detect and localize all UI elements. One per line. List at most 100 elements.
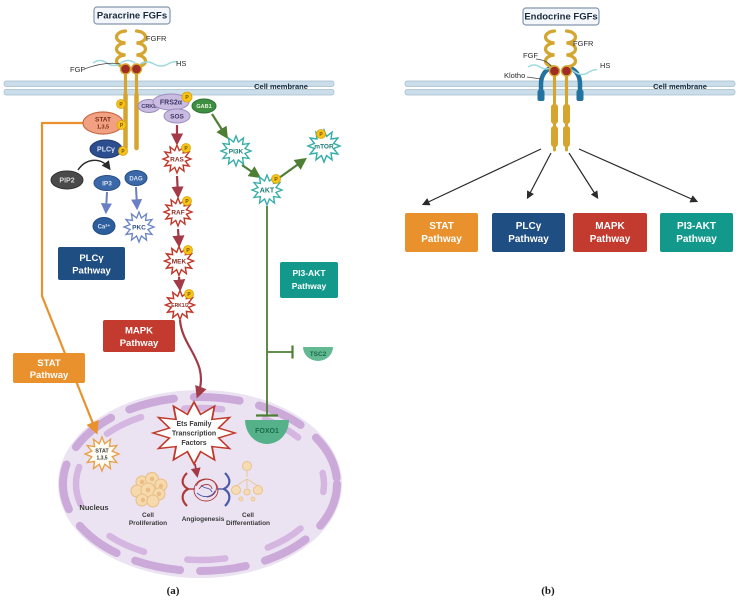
fgfr-receptor-a: FGFR FGF HS	[70, 29, 186, 151]
fgf-ligand-left	[548, 65, 561, 77]
angiogenesis-label: Angiogenesis	[182, 516, 225, 523]
p-badge: P	[116, 120, 127, 130]
ets-to-angiogenesis-arrow	[190, 463, 201, 478]
mapk-branch: RAS RAF MEK ERK1/2	[163, 145, 195, 320]
klotho-pointer-line	[526, 76, 542, 80]
arrow-to-mapk	[568, 152, 599, 199]
svg-text:Pathway: Pathway	[508, 234, 549, 245]
mapk-pathway-box: MAPK Pathway	[573, 213, 647, 252]
foxo1-node	[245, 420, 289, 444]
tsc2-node	[303, 347, 333, 361]
fgfr-monomer-left	[114, 29, 128, 97]
pi3akt-pathway-box: PI3-AKT Pathway	[660, 213, 733, 252]
pip2-to-ip3-arrow	[77, 159, 111, 171]
plcg-pathway-box: PLCγ Pathway	[492, 213, 565, 252]
svg-text:Pathway: Pathway	[421, 234, 462, 245]
p-badge: P	[184, 289, 194, 299]
arrow-to-pi3akt	[578, 148, 699, 203]
cascade-a: CRKL FRS2α SOS GAB1 STAT 1,3,5 PLCγ PIP2…	[50, 91, 340, 361]
cell-proliferation-icon	[130, 472, 168, 508]
kinase-domains	[551, 104, 570, 147]
ip3-to-ca-arrow	[100, 191, 112, 215]
cell-differentiation-label-2: Differentiation	[226, 520, 270, 527]
dag-to-pkc-arrow	[131, 186, 143, 211]
p-badge: P	[181, 143, 191, 153]
svg-text:Pathway: Pathway	[590, 234, 631, 245]
fgf-ligand-right	[130, 63, 143, 75]
svg-text:P: P	[185, 199, 189, 205]
p-badge: P	[181, 91, 193, 103]
pi3k-label: PI3K	[229, 149, 244, 156]
fgf-pointer-line	[83, 62, 121, 70]
svg-text:MAPK: MAPK	[595, 221, 625, 232]
mtor-label: mTOR	[314, 144, 334, 151]
cascade-arrows	[77, 113, 307, 292]
sos-node	[163, 108, 191, 124]
svg-text:Pathway: Pathway	[292, 281, 327, 291]
hs-label-a: HS	[176, 59, 186, 68]
akt-label: AKT	[260, 188, 275, 195]
erk-label: ERK1/2	[171, 303, 189, 309]
crkl-label: CRKL	[141, 104, 157, 110]
pip2-node	[50, 170, 84, 190]
cell-proliferation-label-1: Cell	[142, 512, 154, 519]
fgfr-label-b: FGFR	[573, 39, 594, 48]
stat-pathway-box: STAT Pathway	[405, 213, 478, 252]
sos-label: SOS	[170, 114, 184, 121]
pip2-label: PIP2	[59, 178, 74, 185]
klotho-foot-right	[576, 90, 584, 101]
fgfr-label-a: FGFR	[146, 34, 167, 43]
ets-label-1: Ets Family	[176, 421, 211, 428]
arrow-to-plcg	[526, 152, 552, 200]
svg-text:PI3-AKT: PI3-AKT	[677, 221, 716, 232]
ip3-node	[93, 175, 121, 191]
membrane-label-a: Cell membrane	[254, 82, 308, 91]
angiogenesis-icon	[181, 472, 231, 507]
cell-membrane-a: Cell membrane	[3, 80, 335, 96]
svg-text:P: P	[184, 146, 188, 152]
raf-to-mek-arrow	[172, 228, 185, 248]
pi3k-to-akt-arrow	[241, 164, 261, 179]
mapk-pathway-box: MAPK Pathway	[103, 320, 175, 352]
svg-text:P: P	[120, 123, 124, 129]
ip3-label: IP3	[102, 181, 112, 188]
hs-chain-left	[92, 59, 136, 67]
p-badge: P	[182, 196, 192, 206]
frs2a-label: FRS2α	[160, 100, 183, 107]
pi3akt-pathway-box: PI3-AKT Pathway	[280, 262, 338, 298]
p-badge: P	[118, 146, 128, 156]
raf-label: RAF	[171, 210, 184, 217]
paracrine-title: Paracrine FGFs	[93, 6, 171, 25]
nuclear-envelope-inner	[72, 404, 328, 564]
svg-text:Pathway: Pathway	[676, 234, 717, 245]
endocrine-title-label: Endocrine FGFs	[524, 12, 597, 23]
mek-to-erk-arrow	[173, 276, 186, 292]
plc-branch: STAT 1,3,5 PLCγ PIP2 IP3 DAG Ca²⁺ PKC	[50, 111, 154, 242]
cell-differentiation-icon	[231, 461, 263, 502]
klotho-label-b: Klotho	[504, 71, 525, 80]
fgfr-monomer-left	[543, 29, 557, 97]
hs-chain-left	[527, 64, 553, 70]
paracrine-title-label: Paracrine FGFs	[97, 11, 167, 22]
erk-to-ets-arrow	[178, 319, 207, 399]
frs2-complex: CRKL FRS2α SOS GAB1	[137, 93, 217, 124]
fgfr-receptor-b: FGFR FGF HS Klotho	[504, 29, 610, 152]
panel-a: Cell membrane STAT 1,3,5 Ets Family Tran…	[3, 6, 342, 597]
gab1-to-pi3k-arrow	[211, 113, 228, 140]
fgfr-monomer-right	[564, 29, 578, 97]
stat-nuclear-label-1: STAT	[95, 449, 109, 455]
ca-label: Ca²⁺	[98, 224, 111, 231]
svg-text:PI3-AKT: PI3-AKT	[292, 268, 326, 278]
svg-text:STAT: STAT	[37, 358, 61, 369]
hs-label-b: HS	[600, 61, 610, 70]
membrane-label-b: Cell membrane	[653, 82, 707, 91]
fgf-ligand-right	[560, 65, 573, 77]
svg-text:P: P	[121, 149, 125, 155]
fgf-ligand-left	[119, 63, 132, 75]
svg-text:PLCγ: PLCγ	[516, 221, 542, 232]
dag-node	[124, 170, 148, 186]
ets-label-3: Factors	[181, 440, 206, 447]
hs-chain-right	[139, 61, 179, 67]
svg-text:Pathway: Pathway	[72, 266, 111, 277]
ras-label: RAS	[170, 157, 184, 164]
